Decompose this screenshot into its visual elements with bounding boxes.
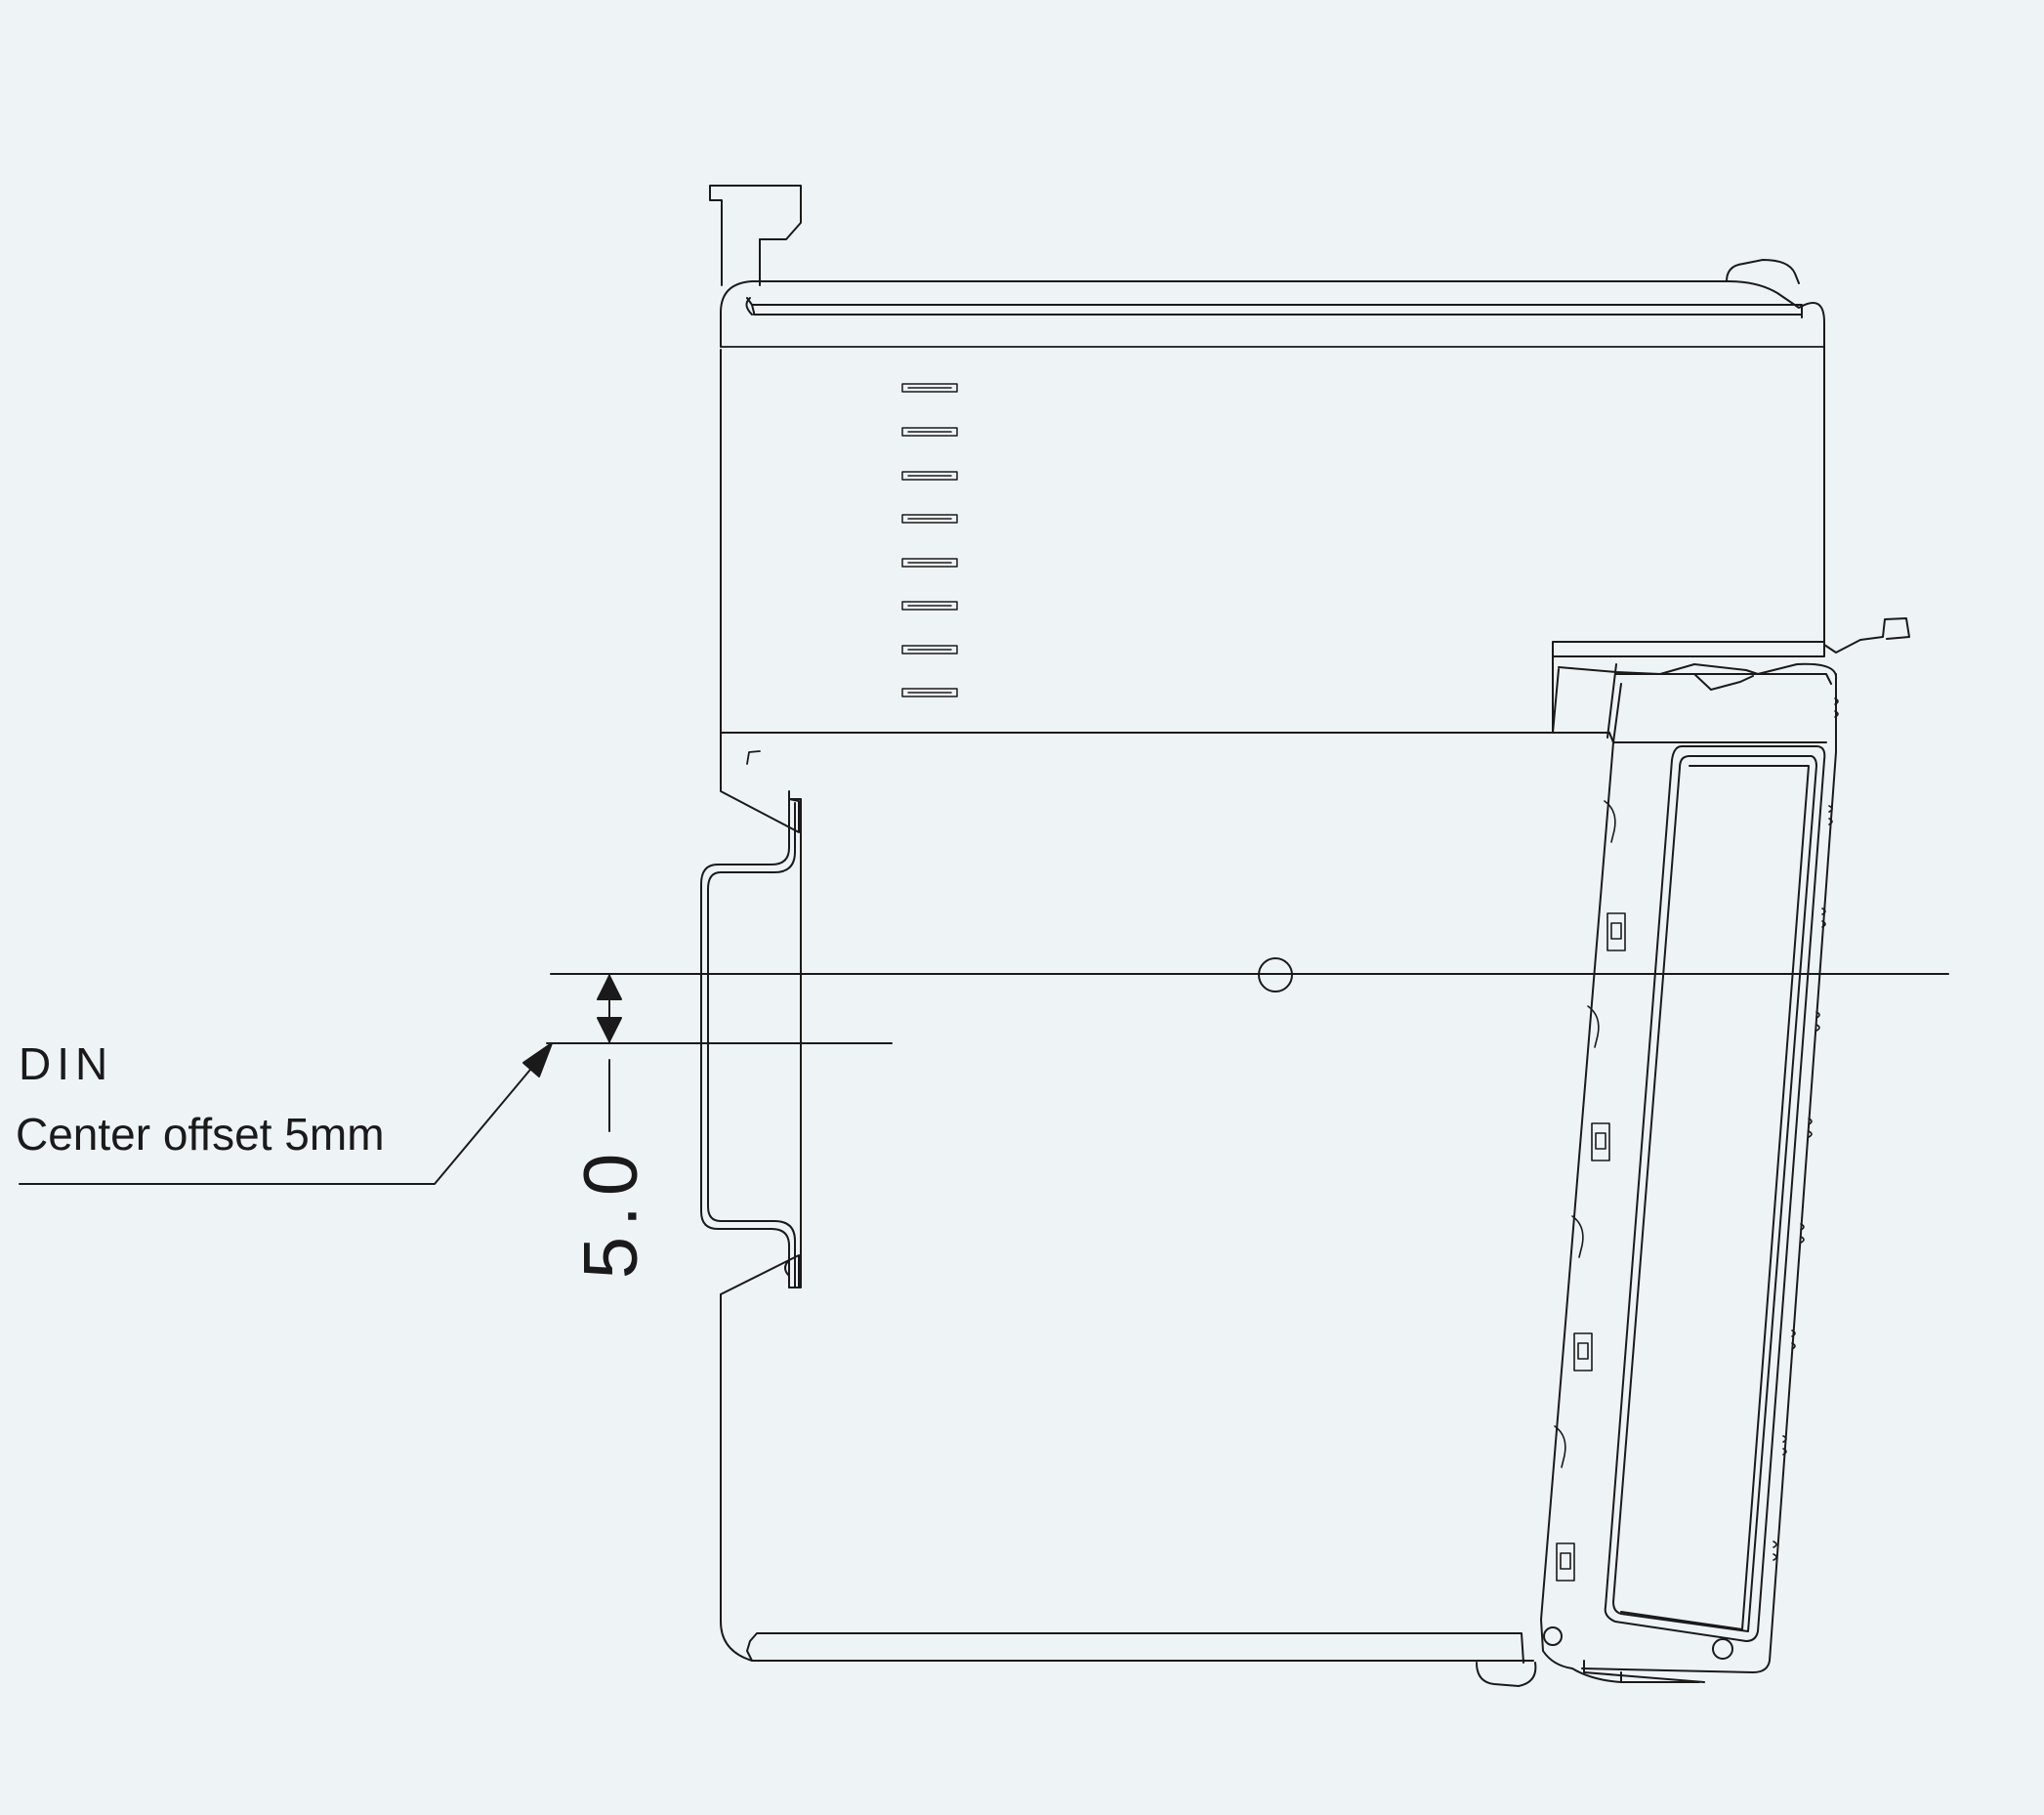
terminal-side-bumps: [1554, 800, 1616, 1468]
bottom-rib: [746, 1632, 1537, 1687]
dimension-value: 5.0: [566, 1143, 653, 1280]
led-slot: [901, 471, 958, 481]
led-slot: [901, 383, 958, 393]
led-slot: [901, 688, 958, 697]
led-slot: [901, 558, 958, 568]
center-axis: [550, 957, 1949, 992]
module-housing: [720, 280, 1825, 1662]
rib-notches: [1773, 697, 1839, 1561]
led-indicator-column: [901, 383, 958, 697]
top-rib: [745, 297, 1803, 318]
screw-hole: [1543, 1626, 1563, 1646]
led-slot: [901, 427, 958, 437]
din-rail-profile: [700, 798, 802, 1295]
release-lever: [1552, 617, 1910, 739]
screw-hole: [1712, 1638, 1733, 1660]
corner-mark: [746, 750, 761, 765]
top-right-bump: [1726, 259, 1800, 284]
wire-entries: [1556, 912, 1626, 1582]
leader-line: [19, 1042, 553, 1185]
center-offset-label: Center offset 5mm: [16, 1109, 385, 1160]
terminal-block: [1540, 662, 1839, 1683]
din-label: DIN: [19, 1038, 114, 1089]
led-slot: [901, 514, 958, 524]
center-marker: [1258, 957, 1293, 992]
dimension-5mm: [597, 973, 622, 1132]
led-slot: [901, 645, 958, 654]
led-slot: [901, 601, 958, 611]
top-latch-hook: [709, 185, 802, 286]
